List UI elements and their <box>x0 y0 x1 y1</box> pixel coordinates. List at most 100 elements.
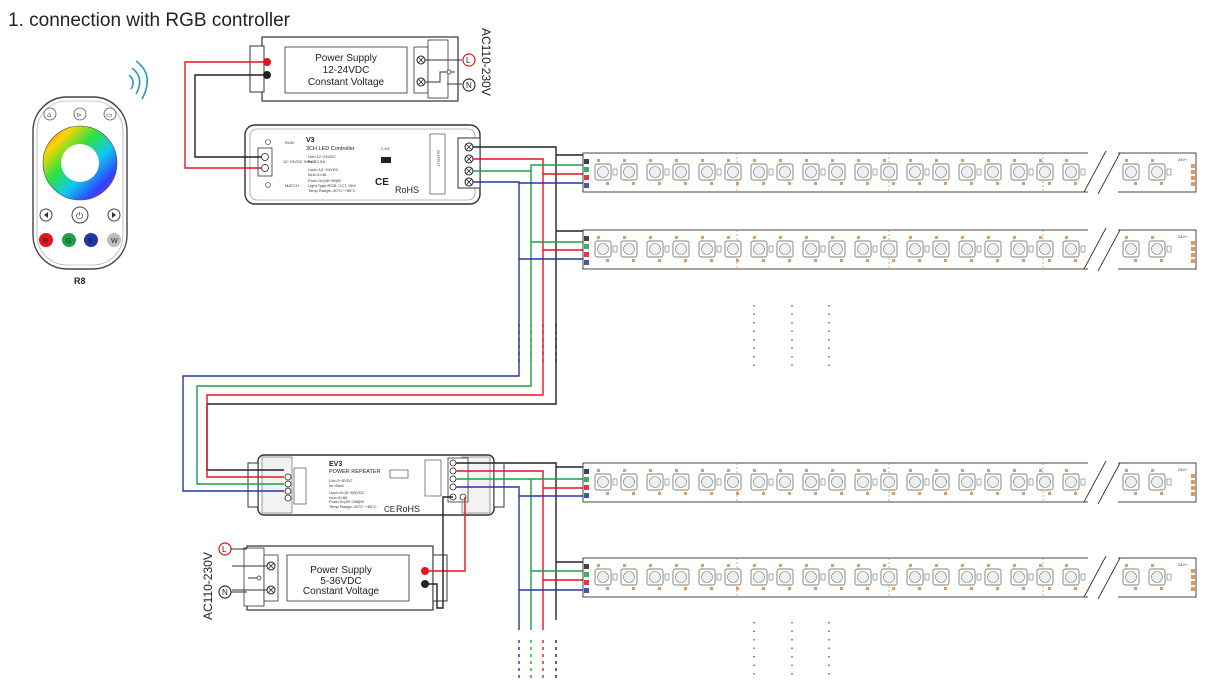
match-button-label: MATCH <box>285 183 299 188</box>
led-chip <box>1148 159 1172 185</box>
repeater-rohs: RoHS <box>396 504 420 514</box>
led-chip <box>776 159 794 185</box>
led-chip <box>906 159 930 185</box>
svg-text:⊳: ⊳ <box>76 111 82 119</box>
led-strip: 24V+ <box>582 554 1197 601</box>
wire-red-psu-controller <box>184 61 267 169</box>
led-chip <box>594 159 618 185</box>
run-button-label: RUN <box>285 140 294 145</box>
led-chip <box>984 236 1002 262</box>
led-chip <box>646 236 670 262</box>
svg-text:⌂: ⌂ <box>47 111 51 119</box>
led-chip <box>646 469 670 495</box>
power-icon <box>43 107 57 121</box>
led-chip <box>698 159 722 185</box>
repeater-spec-2: Uout=3×(5~36)VDC <box>329 490 365 495</box>
led-chip <box>620 469 638 495</box>
led-chip <box>594 236 618 262</box>
led-chip <box>828 564 846 590</box>
led-chip <box>1148 564 1172 590</box>
led-chip <box>646 564 670 590</box>
controller-spec-1: Iin=12.5A <box>308 159 325 164</box>
psu-top-line1: Power Supply <box>315 53 377 64</box>
remote-model-label: R8 <box>74 276 86 286</box>
psu-bottom-ac-label: AC110-230V <box>201 552 215 620</box>
led-chip <box>594 469 618 495</box>
svg-text:⏻: ⏻ <box>76 211 83 222</box>
continuation-dashes-bottom <box>518 640 557 681</box>
led-chip <box>698 469 722 495</box>
led-chip <box>854 236 878 262</box>
wire-black-psu-controller <box>194 74 267 158</box>
led-chip <box>984 159 1002 185</box>
repeater-name: POWER REPEATER <box>329 469 381 475</box>
strip-voltage-label: 24V+ <box>1178 157 1188 162</box>
led-chip <box>854 469 878 495</box>
button-r-label: R <box>43 238 48 245</box>
led-chip <box>750 236 774 262</box>
led-chip <box>620 159 638 185</box>
button-g <box>62 233 76 247</box>
led-chip <box>802 236 826 262</box>
led-chip <box>1036 236 1054 262</box>
button-w <box>107 233 121 247</box>
led-chip <box>958 469 982 495</box>
led-chip <box>932 159 950 185</box>
psu-bottom-l-label: L <box>222 545 227 554</box>
psu-top-ac-label: AC110-230V <box>479 28 493 96</box>
led-chip <box>1122 564 1140 590</box>
repeater-spec-3: Iout=3×8A <box>329 495 348 500</box>
led-chip <box>802 469 826 495</box>
controller-rohs: RoHS <box>395 185 419 195</box>
controller-freq: 2.4G <box>381 146 390 151</box>
continuation-dashes-top <box>518 324 557 366</box>
psu-top-line2: 12-24VDC <box>323 65 370 76</box>
controller-model: V3 <box>306 137 315 144</box>
led-chip <box>776 236 794 262</box>
led-chip <box>776 564 794 590</box>
controller-spec-0: Uin=12~24VDC <box>308 154 336 159</box>
led-chip <box>828 236 846 262</box>
strip-voltage-label: 24V+ <box>1178 467 1188 472</box>
led-chip <box>880 159 898 185</box>
led-chip <box>854 159 878 185</box>
controller-v3: RUN MATCH 12~24VDC INPUT V3 3CH LED Cont… <box>244 124 481 205</box>
psu-top: Power Supply 12-24VDC Constant Voltage L… <box>249 28 493 102</box>
save-icon <box>103 107 117 121</box>
led-chip <box>724 564 742 590</box>
led-chip <box>880 564 898 590</box>
led-chip <box>1062 564 1086 590</box>
controller-spec-3: Iout=3×4A <box>308 172 327 177</box>
led-strip: 24V+ <box>582 149 1197 196</box>
led-chip <box>1036 469 1054 495</box>
led-chip <box>672 469 690 495</box>
led-chip <box>906 469 930 495</box>
led-strip: 24V+ <box>582 226 1197 273</box>
led-chip <box>750 564 774 590</box>
led-chip <box>620 236 638 262</box>
controller-output-label: OUTPUT <box>436 150 441 167</box>
led-chip <box>958 236 982 262</box>
led-chip <box>776 469 794 495</box>
controller-spec-2: Uout=12~24VDC <box>308 167 339 172</box>
wire-red-psu-repeater <box>425 497 466 572</box>
controller-spec-4: Pout=3×(48~96)W <box>308 178 341 183</box>
led-chip <box>984 564 1002 590</box>
led-chip <box>828 469 846 495</box>
led-chip <box>1122 236 1140 262</box>
ellipsis-dots <box>753 305 830 681</box>
led-chip <box>1062 236 1086 262</box>
repeater-model: EV3 <box>329 461 342 468</box>
led-chip <box>1036 159 1054 185</box>
wires-repeater-outputs <box>456 462 583 630</box>
led-chip <box>1010 564 1034 590</box>
controller-ce-mark: CE <box>375 177 389 188</box>
psu-top-l-label: L <box>466 56 471 65</box>
psu-bottom-line2: 5-36VDC <box>320 576 361 587</box>
repeater-spec-4: Pout=3×(40~288)W <box>329 499 364 504</box>
led-chip <box>1148 469 1172 495</box>
led-chip <box>932 564 950 590</box>
led-chip <box>698 564 722 590</box>
psu-bottom: Power Supply 5-36VDC Constant Voltage L … <box>201 542 448 620</box>
